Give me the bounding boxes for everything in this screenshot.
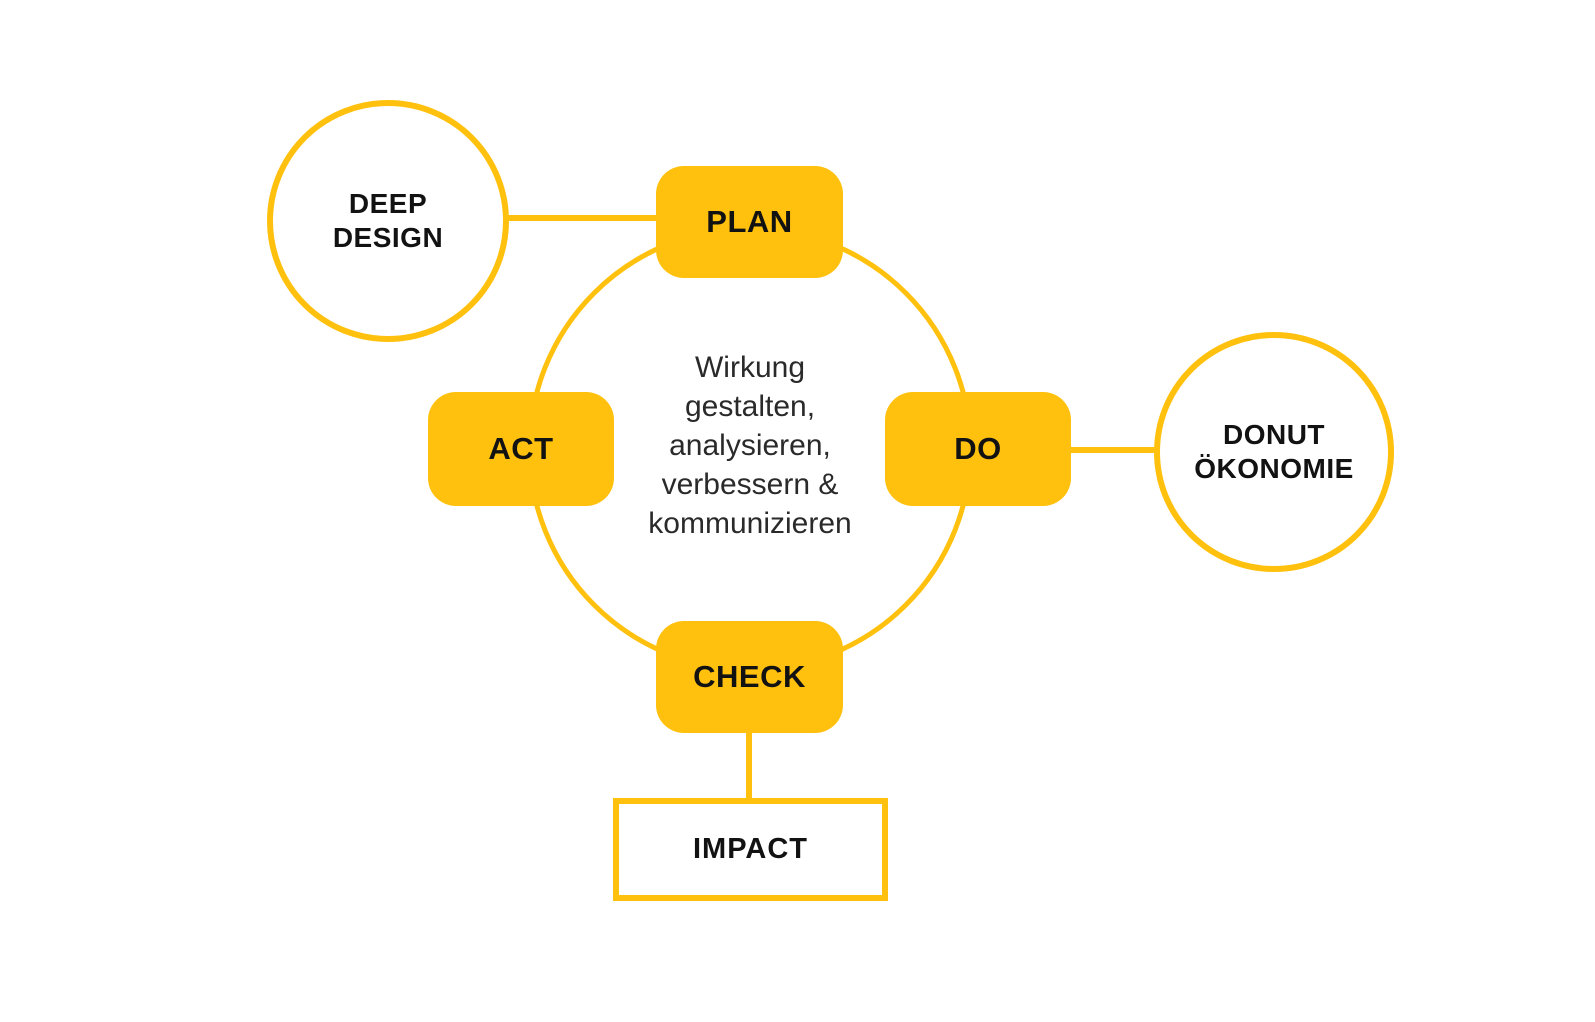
do-node: DO [885,392,1071,506]
center-text-line: verbessern & [661,468,839,501]
deep-design-circle: DEEP DESIGN [267,100,509,342]
plan-label: PLAN [706,204,793,239]
impact-node: IMPACT [613,798,888,901]
center-text-line: analysieren, [669,429,831,462]
connector-do-donut [1069,447,1159,453]
donut-oekonomie-circle: DONUT ÖKONOMIE [1154,332,1394,572]
donut-oekonomie-label-line: ÖKONOMIE [1194,453,1354,484]
impact-label: IMPACT [692,833,808,865]
deep-design-label-line: DEEP [348,188,428,219]
center-text-line: gestalten, [684,390,816,423]
connector-deep-design-plan [503,215,658,221]
plan-node: PLAN [656,166,843,278]
center-text-line: Wirkung [694,351,806,384]
connector-check-impact [746,731,752,800]
center-text-line: kommunizieren [648,507,852,540]
check-node: CHECK [656,621,843,733]
do-label: DO [954,431,1002,466]
act-node: ACT [428,392,614,506]
check-label: CHECK [693,659,806,694]
cycle-center-text: Wirkung gestalten, analysieren, verbesse… [560,348,940,543]
act-label: ACT [488,431,554,466]
deep-design-label-line: DESIGN [332,222,444,253]
donut-oekonomie-label-line: DONUT [1222,419,1326,450]
